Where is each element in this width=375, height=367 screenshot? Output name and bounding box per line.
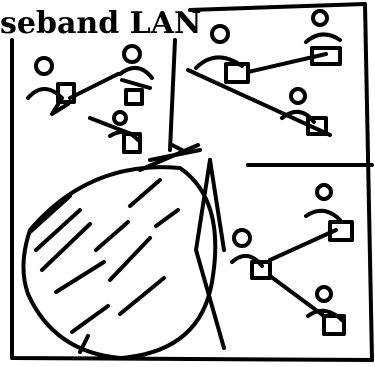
lan-sketch-illustration	[0, 0, 375, 367]
